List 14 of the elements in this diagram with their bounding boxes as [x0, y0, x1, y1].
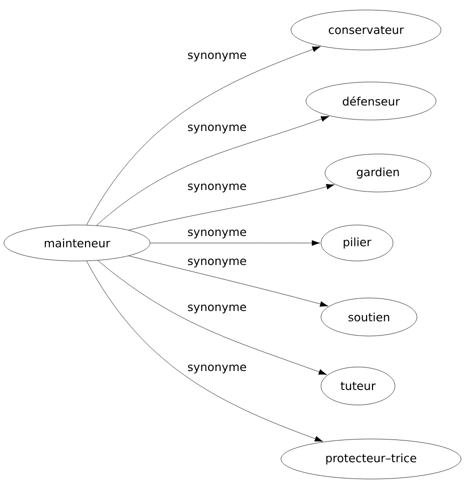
arrow	[86, 260, 324, 442]
edge-label: synonyme	[186, 304, 248, 314]
edge-label: synonyme	[186, 124, 248, 134]
edge-label: synonyme	[186, 229, 248, 239]
arrow	[128, 256, 328, 307]
edge-label: synonyme	[186, 52, 248, 62]
arrow	[128, 184, 335, 230]
arrow	[98, 260, 327, 375]
edge-label: synonyme	[186, 258, 248, 268]
arrow	[96, 116, 330, 226]
edge-label: synonyme	[186, 183, 248, 193]
edge-label: synonyme	[186, 364, 248, 374]
arrow	[150, 240, 320, 246]
arrow	[86, 46, 321, 226]
